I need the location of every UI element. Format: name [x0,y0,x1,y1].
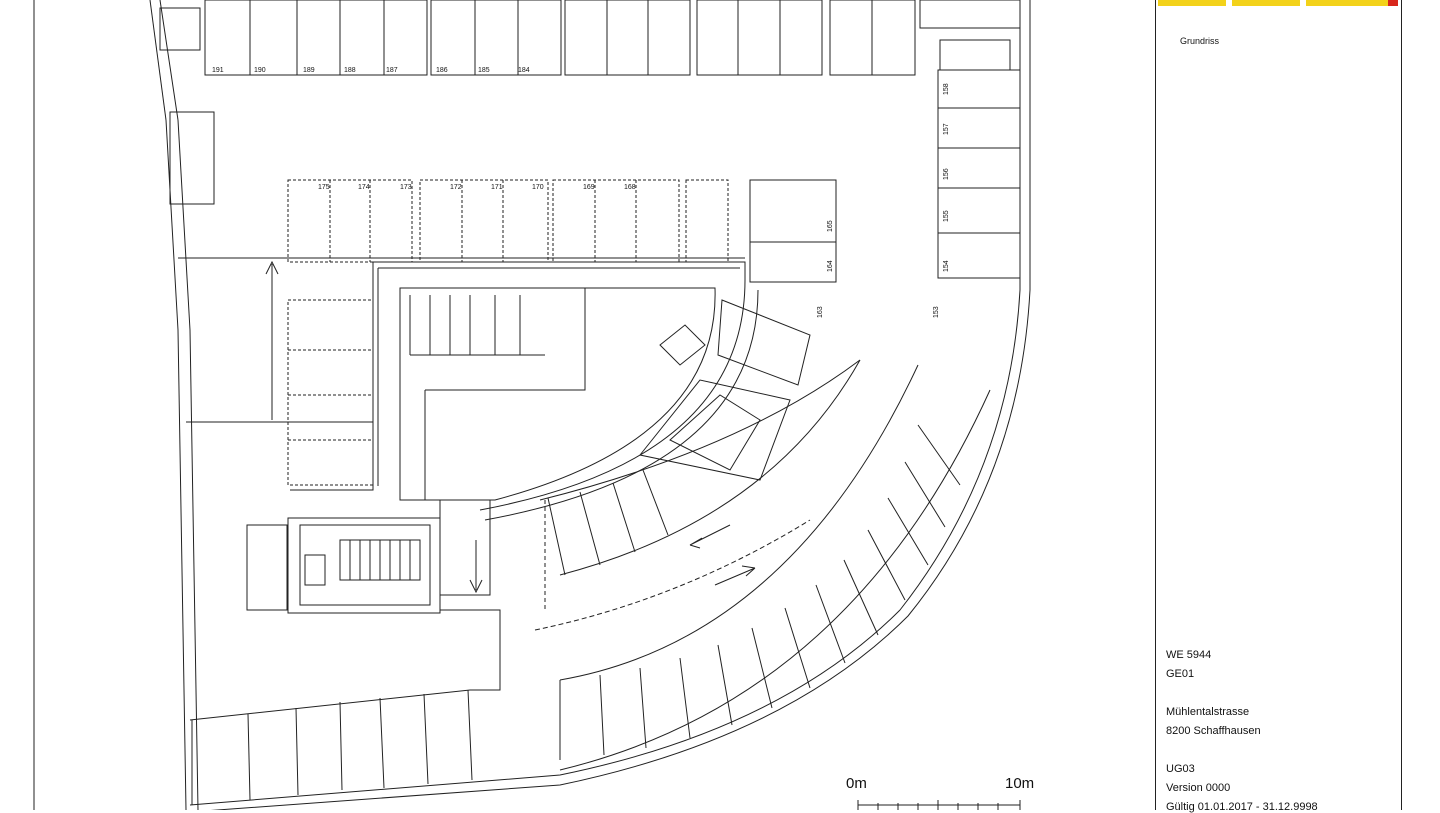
central-core [290,261,759,521]
stall-number-top-186: 186 [436,67,448,74]
stall-number-mid-169: 169 [583,184,595,191]
stall-number-top-188: 188 [344,67,356,74]
stall-number-top-185: 185 [478,67,490,74]
logo-red-mark [1388,0,1398,6]
stall-number-mid-173: 173 [400,184,412,191]
stair-core-upper [639,299,811,481]
logo-bar [1158,0,1226,6]
scale-bar [857,800,1021,810]
object-code: GE01 [1166,668,1195,680]
stair-core-lower [246,499,491,614]
stall-number-mid-175: 175 [318,184,330,191]
arrow-up-icon [265,260,279,420]
scale-start-label: 0m [846,775,867,792]
curved-parking-stalls [547,424,961,760]
city-address: 8200 Schaffhausen [1166,725,1261,737]
validity-label: Gültig 01.01.2017 - 31.12.9998 [1166,801,1318,813]
arrow-left-icon [689,524,731,549]
stall-number-mid-172: 172 [450,184,462,191]
stall-number-right-156: 156 [943,168,950,180]
arrow-right-icon [714,565,756,586]
top-parking-row [159,0,1021,205]
ramp-lanes [534,359,991,771]
stall-number-right-153: 153 [933,306,940,318]
stall-number-right-164: 164 [827,260,834,272]
logo-strip [1156,0,1401,6]
logo-bar [1306,0,1388,6]
stall-number-right-155: 155 [943,210,950,222]
street-address: Mühlentalstrasse [1166,706,1250,718]
logo-bar [1232,0,1300,6]
stall-number-top-189: 189 [303,67,315,74]
stall-number-right-165: 165 [827,220,834,232]
right-parking-column [749,69,1021,283]
stall-number-mid-168: 168 [624,184,636,191]
version-label: Version 0000 [1166,782,1231,794]
building-number: WE 5944 [1166,649,1212,661]
document-type: Grundriss [1180,36,1220,46]
stall-number-top-184: 184 [518,67,530,74]
middle-parking-row [287,179,729,486]
title-block: Grundriss WE 5944 GE01 Mühlentalstrasse … [1155,0,1402,813]
stall-number-right-154: 154 [943,260,950,272]
stall-number-top-187: 187 [386,67,398,74]
stall-number-top-191: 191 [212,67,224,74]
stall-number-top-190: 190 [254,67,266,74]
scale-end-label: 10m [1005,775,1035,792]
building-outline [33,0,1031,810]
stall-number-mid-174: 174 [358,184,370,191]
stall-number-right-157: 157 [943,123,950,135]
stall-number-mid-171: 171 [491,184,503,191]
stall-number-mid-170: 170 [532,184,544,191]
lower-left-parking [189,609,501,805]
floor-label: UG03 [1166,763,1195,775]
stall-number-right-158: 158 [943,83,950,95]
stall-number-right-163: 163 [817,306,824,318]
